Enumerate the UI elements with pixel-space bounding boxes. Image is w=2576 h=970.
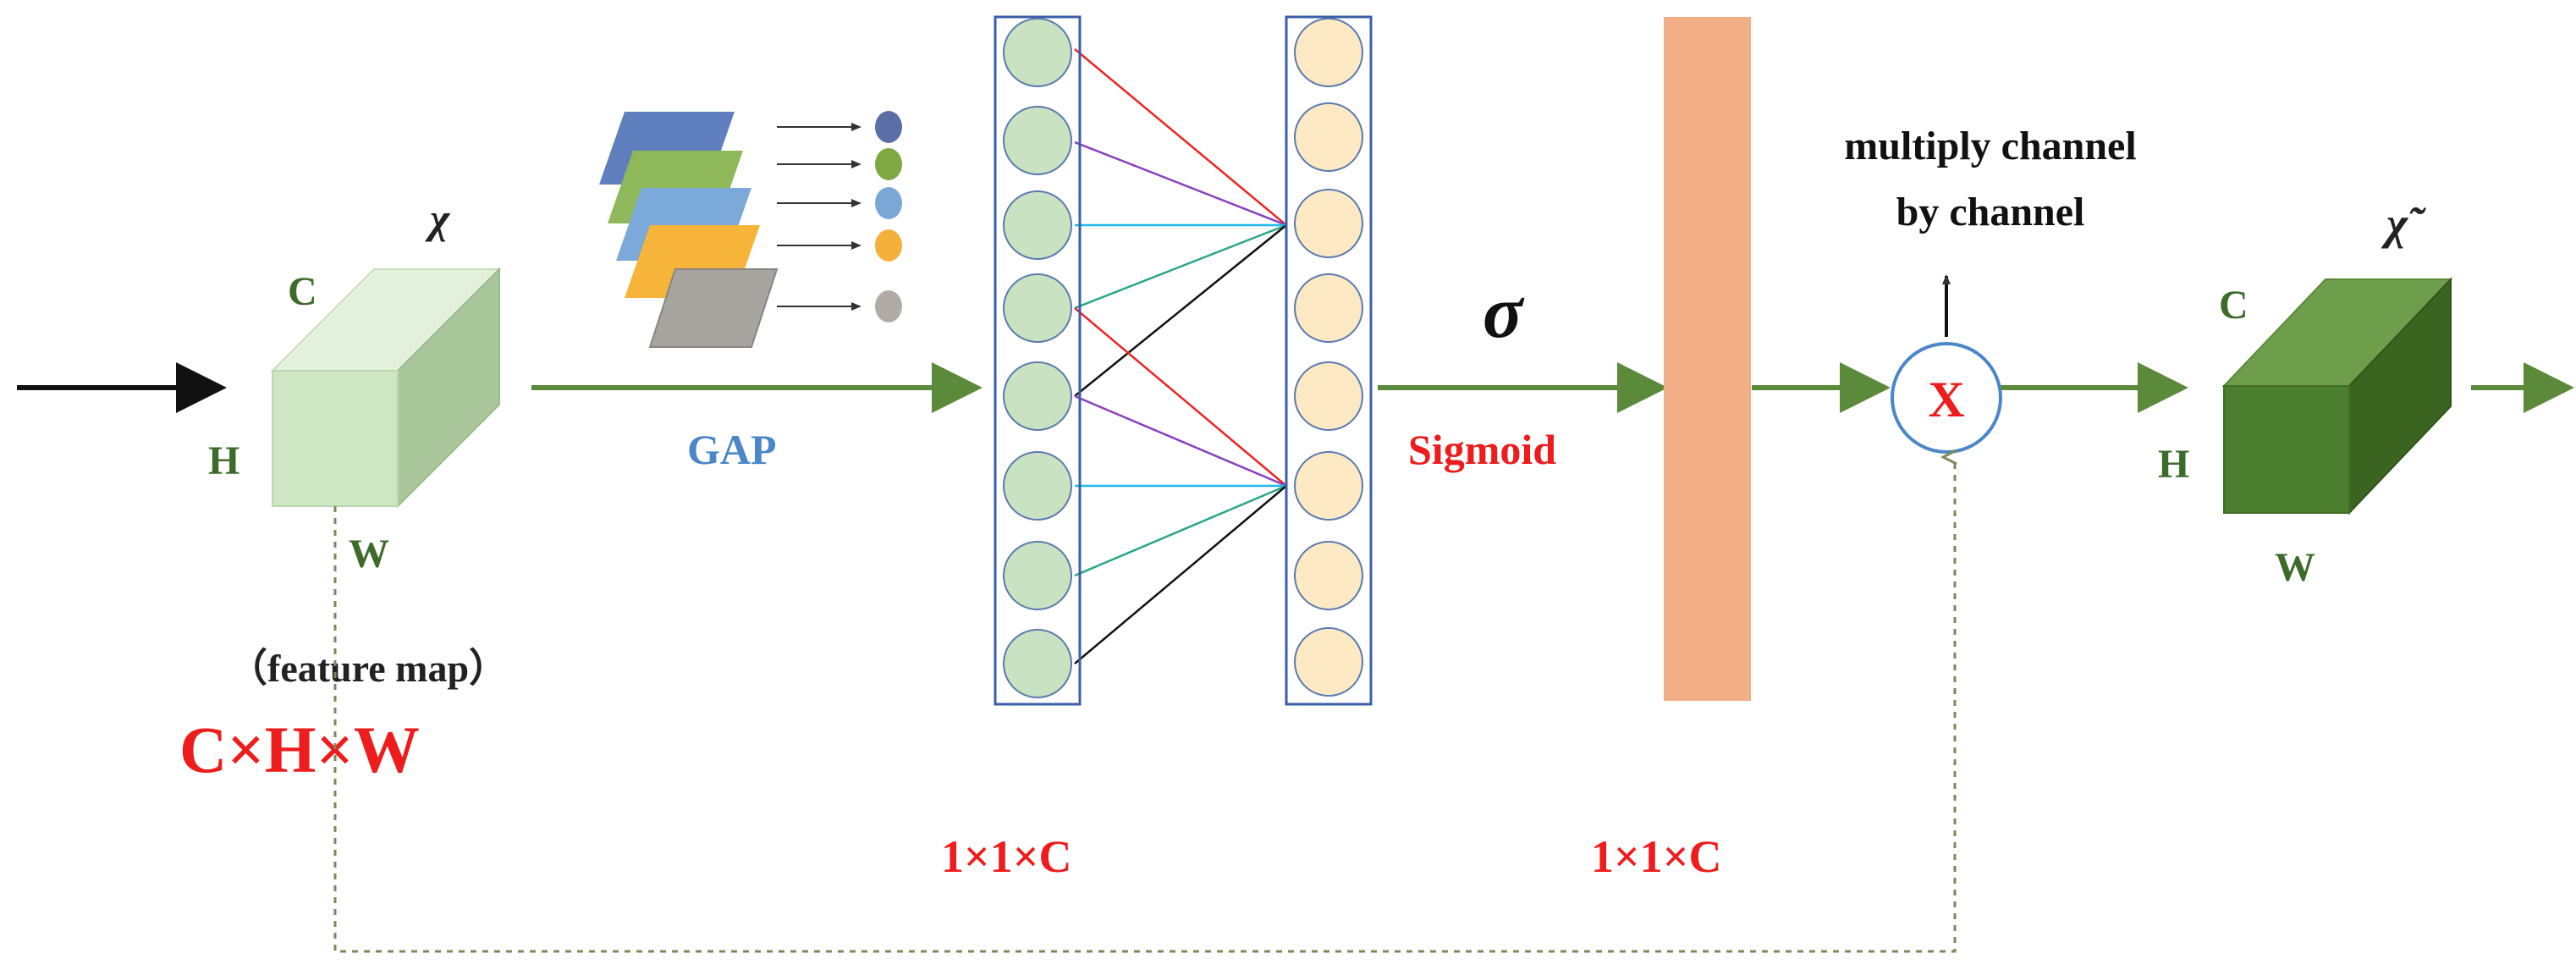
layer-2-node xyxy=(1294,102,1363,172)
input-dims-label: C×H×W xyxy=(179,713,420,786)
layer-1-node xyxy=(1003,361,1072,431)
input-c-label: C xyxy=(288,269,317,314)
fc-layer-2-column xyxy=(1285,15,1373,706)
layer-1-node xyxy=(1003,106,1072,175)
input-w-label: W xyxy=(349,532,389,576)
layer-2-node xyxy=(1294,451,1363,521)
fc-layer-1-nodes xyxy=(1003,18,1072,698)
slice-pooling-arrows xyxy=(777,123,861,311)
output-symbol-chi-tilde: χ̃ xyxy=(2381,198,2426,249)
layer-2-node xyxy=(1294,361,1363,431)
layer-2-node xyxy=(1294,541,1363,610)
sigmoid-label: Sigmoid xyxy=(1408,426,1556,473)
feature-map-label: （feature map） xyxy=(228,647,508,690)
layer-2-node xyxy=(1294,273,1363,343)
input-h-label: H xyxy=(208,438,239,483)
sigma-symbol: σ xyxy=(1483,272,1525,354)
layer-2-node xyxy=(1294,627,1363,697)
input-symbol-chi: χ xyxy=(425,195,451,242)
gap-label: GAP xyxy=(687,426,777,473)
layer-1-node xyxy=(1003,629,1072,698)
output-h-label: H xyxy=(2158,442,2189,487)
layer-1-node xyxy=(1003,541,1072,610)
multiply-caption-line1: multiply channel xyxy=(1844,124,2136,168)
layer-2-node xyxy=(1294,18,1363,87)
input-feature-cube xyxy=(270,267,502,509)
fc-layer-2-nodes xyxy=(1294,18,1363,697)
layer-1-node xyxy=(1003,190,1072,260)
skip-connection-dashed xyxy=(333,457,1955,953)
fc-connections xyxy=(1074,48,1287,664)
layer-1-node xyxy=(1003,273,1072,343)
sig-dims-label: 1×1×C xyxy=(1591,831,1722,882)
output-c-label: C xyxy=(2219,283,2248,328)
layer-1-node xyxy=(1003,18,1072,87)
sigmoid-output-bar xyxy=(1664,17,1751,701)
fc-layer-1-column xyxy=(994,15,1082,706)
layer-2-node xyxy=(1294,189,1363,258)
pooled-channel-dots xyxy=(875,111,902,322)
multiply-caption-line2: by channel xyxy=(1896,190,2085,234)
output-feature-cube xyxy=(2221,277,2453,515)
channel-slices xyxy=(599,112,779,348)
fc-dims-label: 1×1×C xyxy=(941,831,1072,882)
multiply-symbol: X xyxy=(1928,372,1964,427)
output-w-label: W xyxy=(2275,545,2315,590)
layer-1-node xyxy=(1003,451,1072,521)
